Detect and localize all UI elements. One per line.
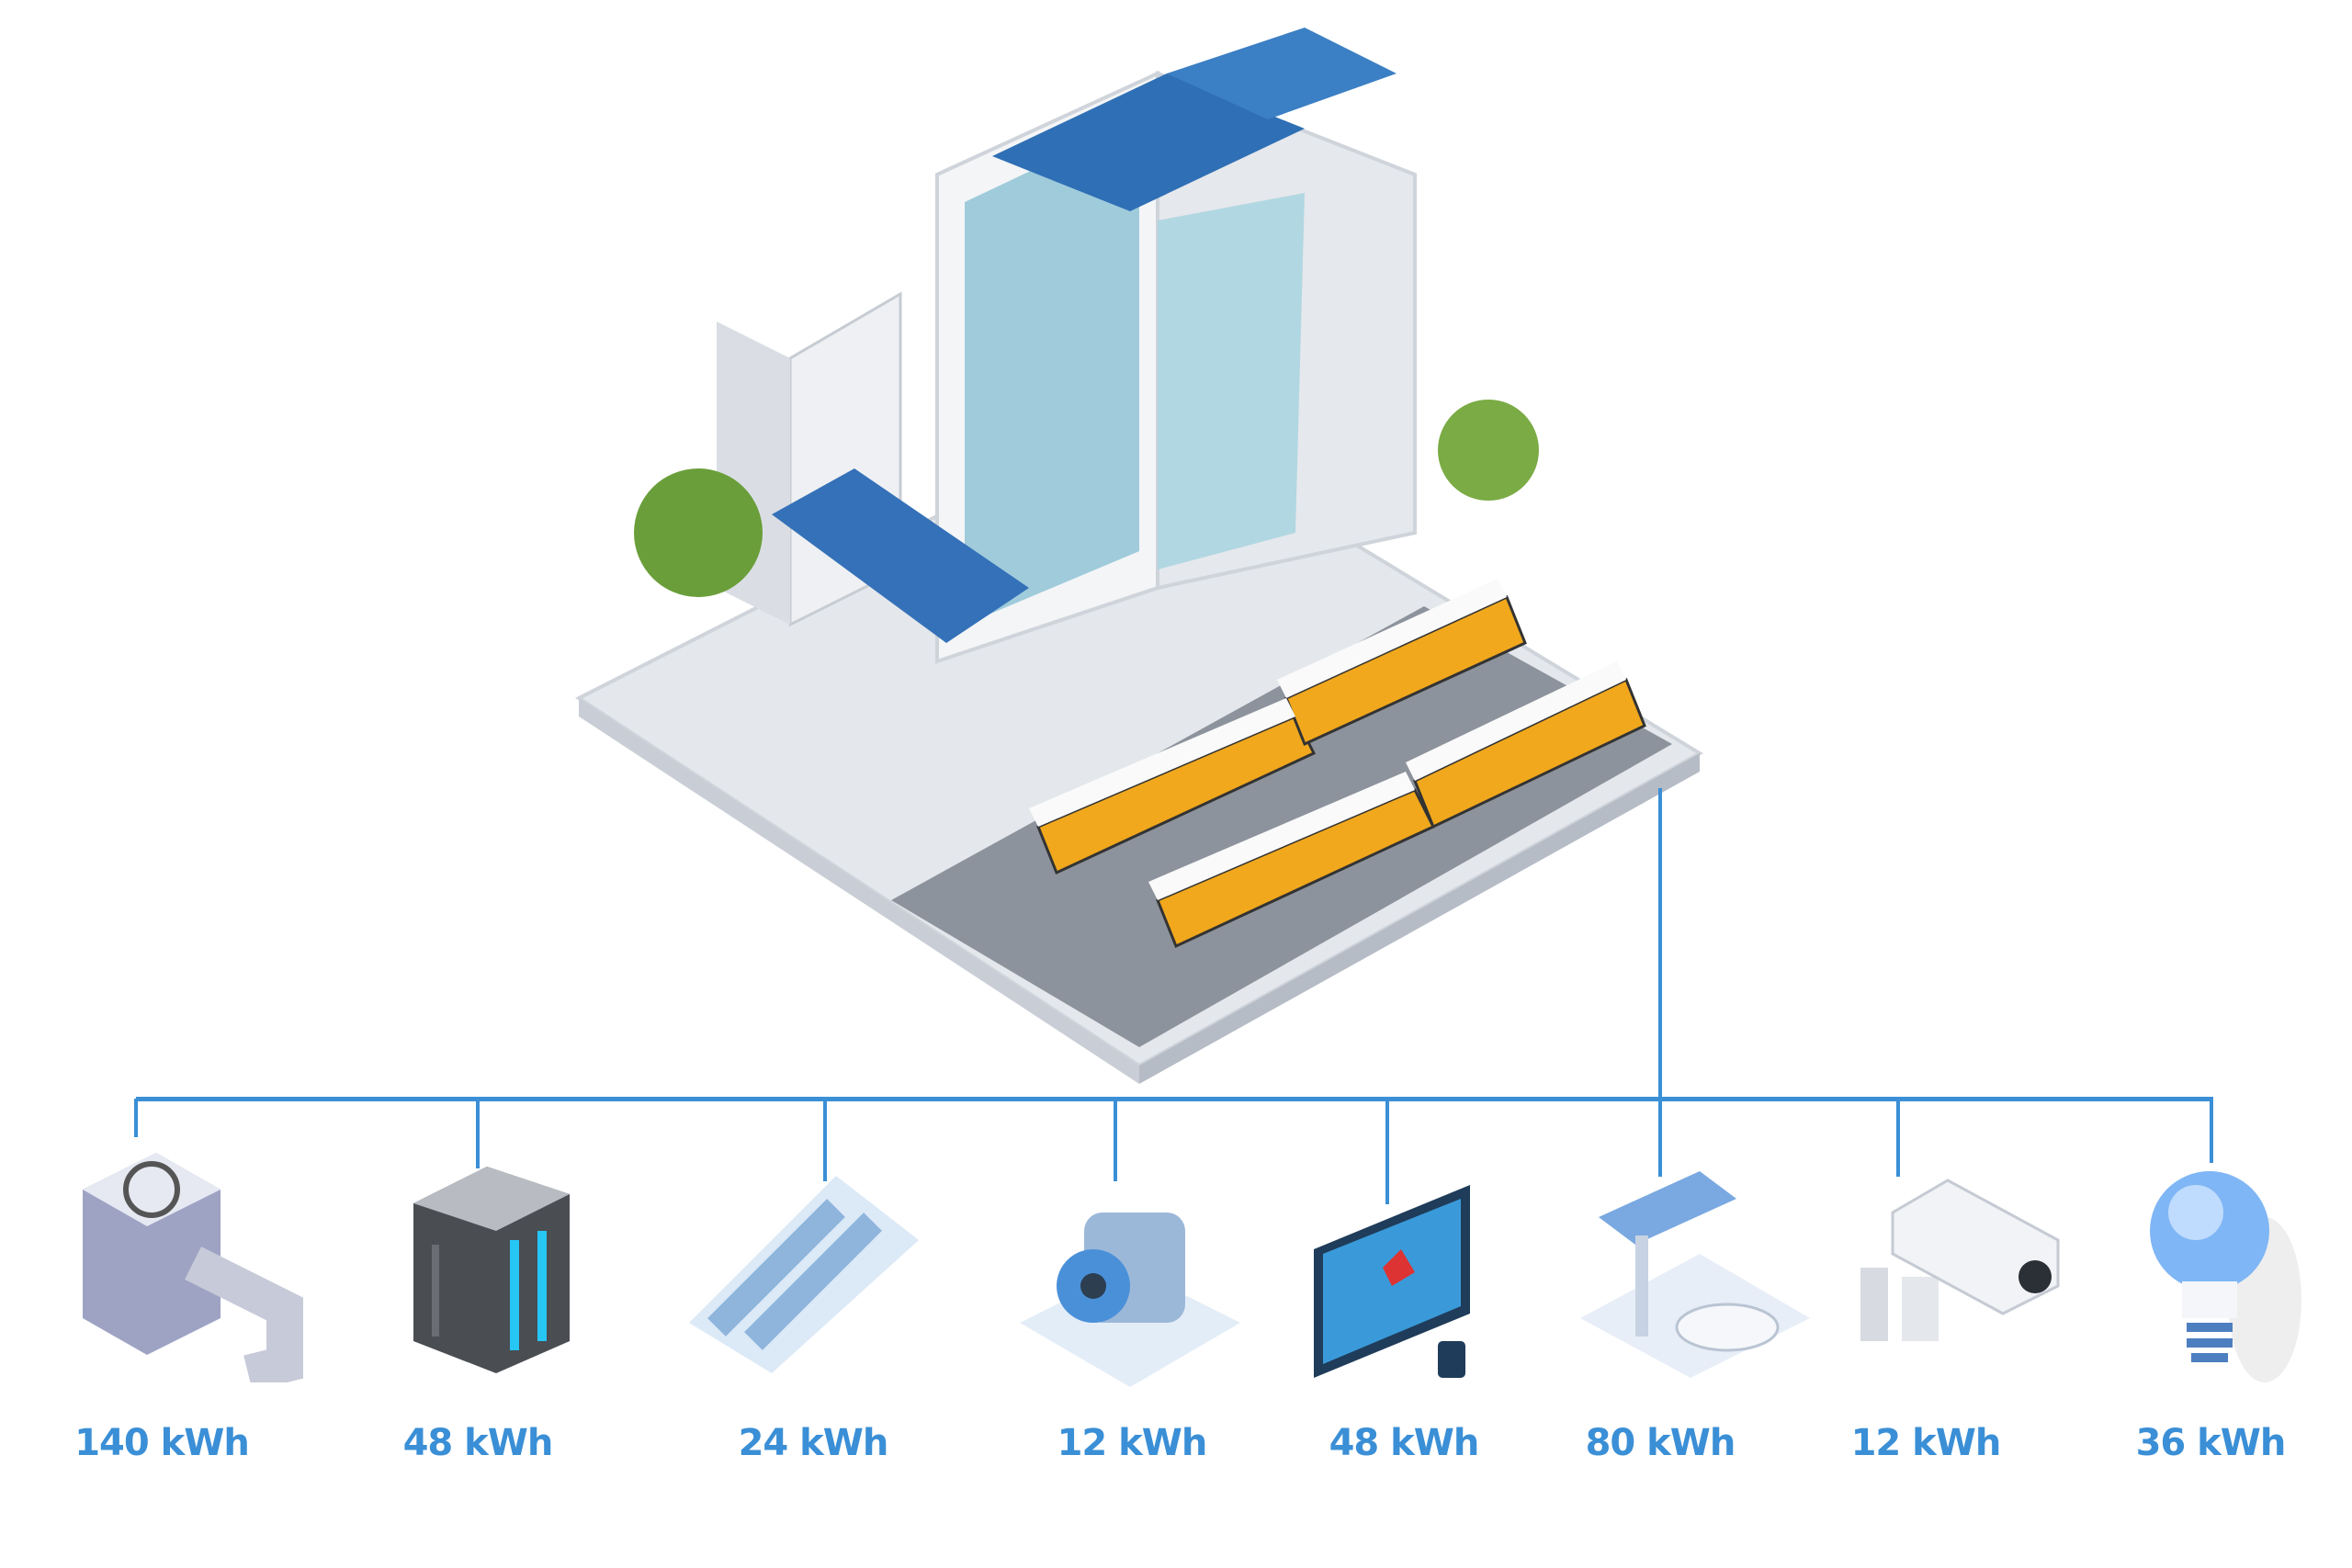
consumption-label-motor: 12 kWh (1057, 1422, 1208, 1464)
escalator-icon (680, 1167, 928, 1378)
drop-connector (476, 1099, 480, 1168)
monitor-display-icon (1309, 1185, 1484, 1387)
drop-connector (823, 1099, 827, 1181)
consumption-label-servers: 48 kWh (402, 1422, 554, 1464)
consumption-label-escalator: 24 kWh (738, 1422, 889, 1464)
drop-connector (1658, 1099, 1662, 1177)
consumption-label-hvac: 140 kWh (74, 1422, 250, 1464)
ev-charging-station-icon (1562, 1162, 1819, 1382)
drop-connector (134, 1099, 138, 1137)
electric-motor-icon (1011, 1176, 1250, 1396)
hvac-unit-icon (64, 1134, 322, 1382)
server-rack-icon (404, 1157, 588, 1378)
consumption-label-ev-charging: 80 kWh (1585, 1422, 1736, 1464)
bus-connector (136, 1097, 2213, 1101)
trunk-connector (1658, 788, 1662, 1100)
smart-building-illustration (570, 18, 1709, 1084)
consumption-label-lighting: 36 kWh (2135, 1422, 2287, 1464)
drop-connector (1385, 1099, 1389, 1204)
drop-connector (1896, 1099, 1900, 1177)
consumption-label-camera: 12 kWh (1850, 1422, 2002, 1464)
drop-connector (2210, 1099, 2213, 1163)
consumption-label-display: 48 kWh (1329, 1422, 1480, 1464)
drop-connector (1114, 1099, 1117, 1181)
security-camera-icon (1856, 1176, 2076, 1369)
light-bulb-icon (2141, 1162, 2306, 1382)
